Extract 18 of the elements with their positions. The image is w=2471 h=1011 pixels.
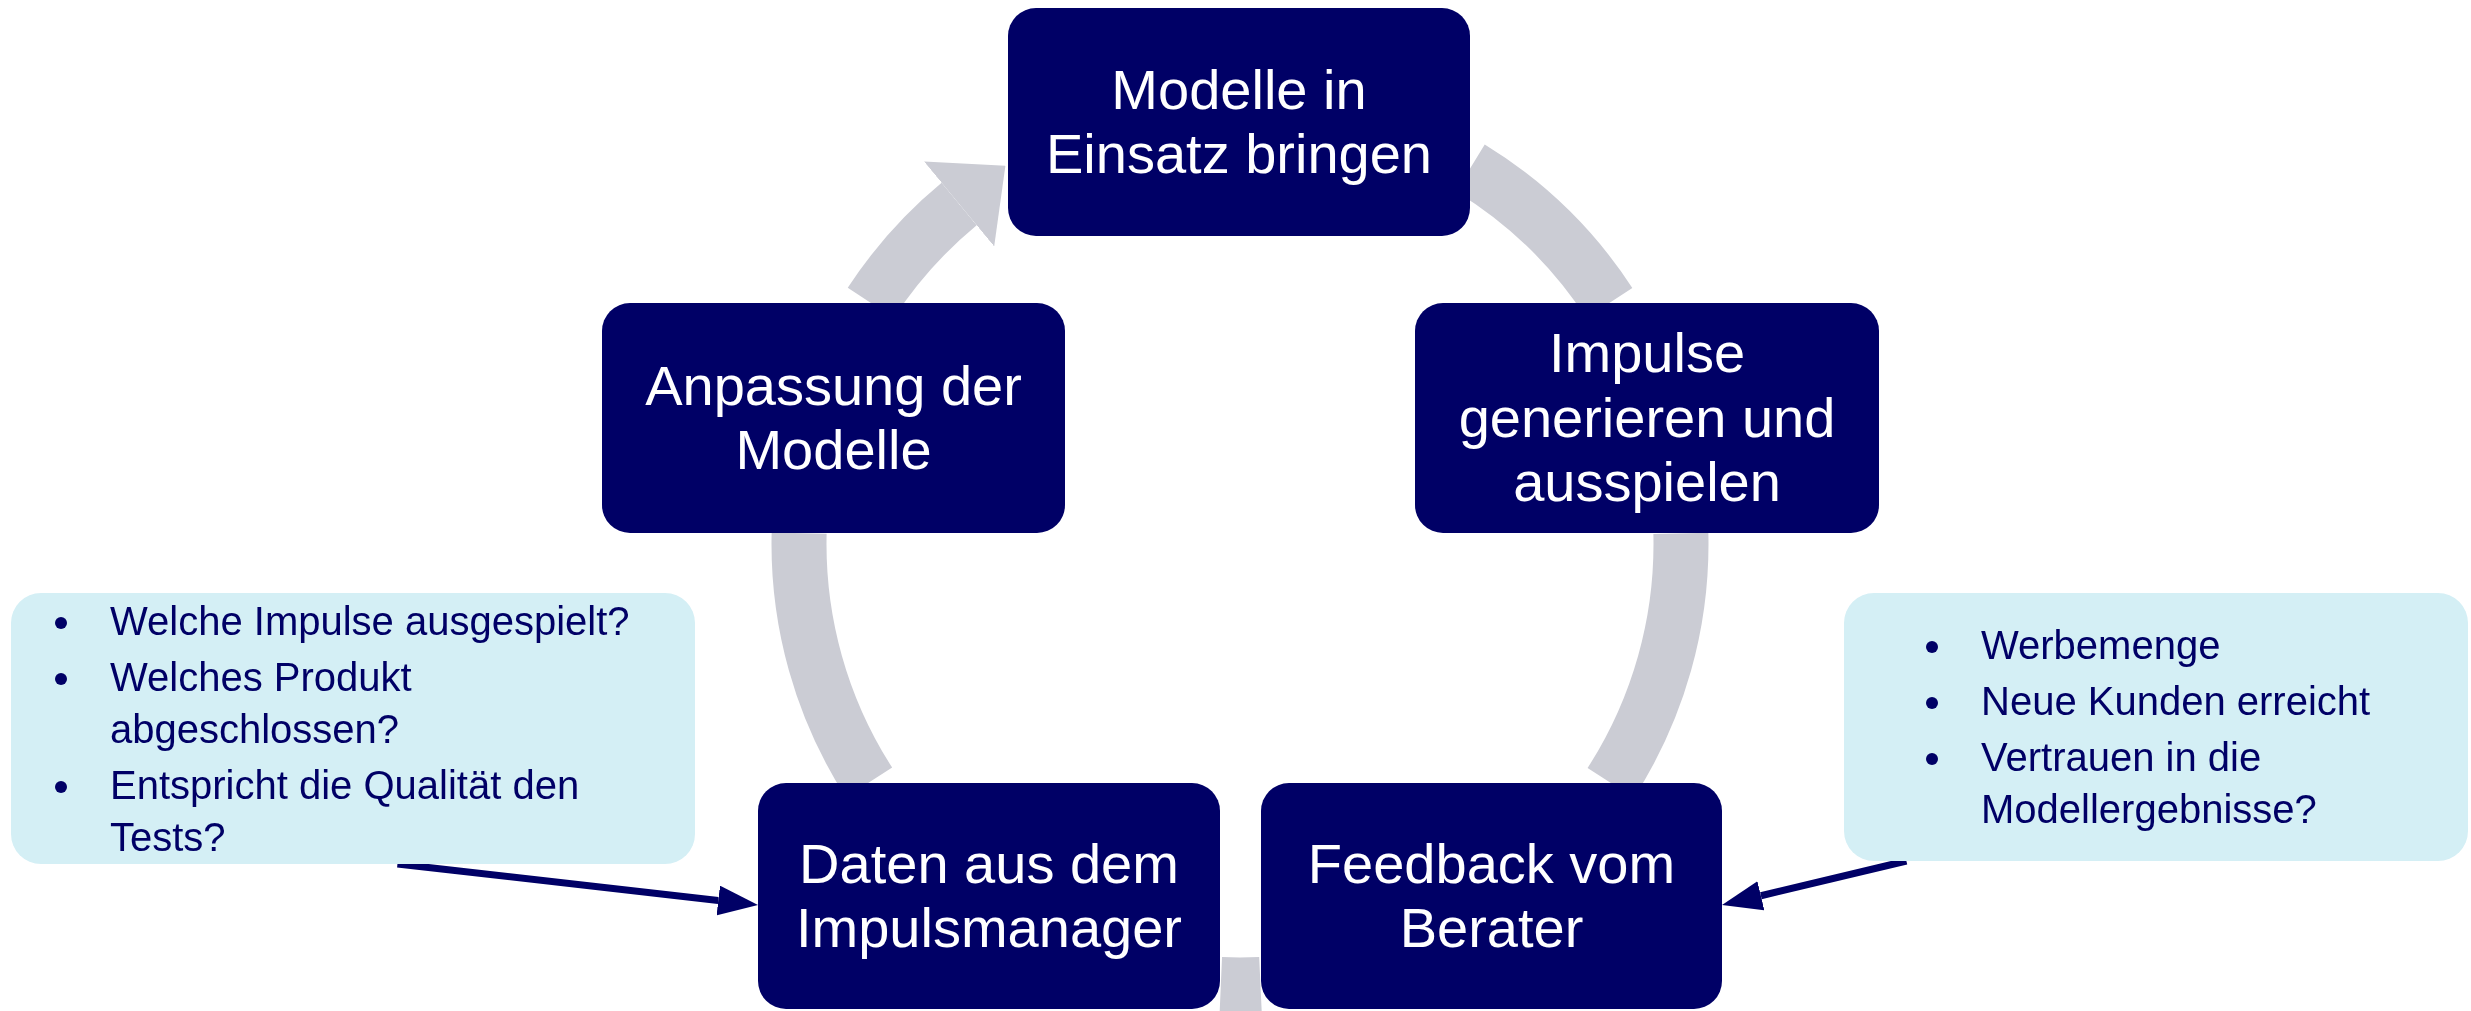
bullet-text: Entspricht die Qualität den Tests? — [110, 762, 580, 859]
bullet-text: Werbemenge — [1981, 623, 2221, 667]
box-label: Impulse generieren und ausspielen — [1457, 321, 1837, 515]
callout-box — [1844, 593, 2468, 861]
box-label: Daten aus dem Impulsmanager — [795, 831, 1183, 961]
bullet-text: Neue Kunden erreicht — [1981, 679, 2371, 723]
bullet-text: Welche Impulse ausgespielt? — [110, 598, 630, 643]
callout-box — [11, 593, 695, 864]
process-box — [758, 783, 1220, 1009]
process-box — [602, 303, 1065, 533]
box-label: Feedback vom Berater — [1306, 831, 1677, 961]
box-label: Anpassung der Modelle — [644, 353, 1023, 483]
process-box — [1008, 8, 1470, 236]
bullet-text: Vertrauen in die Modellergebnisse? — [1981, 735, 2317, 831]
box-label: Modelle in Einsatz bringen — [1045, 57, 1433, 187]
process-box — [1261, 783, 1722, 1009]
bullet-text: Welches Produkt abgeschlossen? — [110, 654, 412, 751]
process-box — [1415, 303, 1879, 533]
